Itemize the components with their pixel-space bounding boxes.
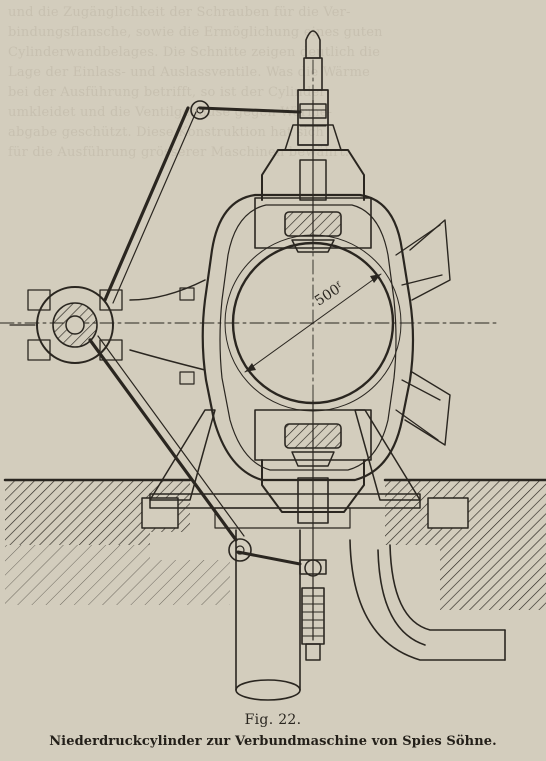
bleed-through-line: Lage der Einlass- und Auslassventile. Wa…	[8, 66, 370, 79]
bleed-through-line: und die Zugänglichkeit der Schrauben für…	[8, 6, 351, 19]
figure-caption: Niederdruckcylinder zur Verbundmaschine …	[49, 734, 497, 749]
eccentric-drive	[9, 286, 123, 364]
bleed-through-line: abgabe geschützt. Diese Konstruktion hat…	[8, 126, 324, 139]
bottom-valve	[254, 399, 372, 661]
top-valve	[254, 30, 372, 253]
figure-number: Fig. 22.	[244, 712, 302, 728]
bleed-through-line: bei der Ausführung betrifft, so ist der …	[8, 86, 326, 99]
engineering-drawing	[0, 30, 546, 701]
cylinder-housing	[129, 193, 451, 482]
exhaust-pipes	[235, 529, 506, 701]
valve-rods	[88, 100, 327, 575]
bleed-through-line: bindungsflansche, sowie die Ermöglichung…	[8, 26, 383, 39]
bleed-through-line: Cylinderwandbelages. Die Schnitte zeigen…	[8, 46, 381, 59]
foundation-right	[383, 478, 546, 610]
foundation-left	[3, 478, 230, 605]
